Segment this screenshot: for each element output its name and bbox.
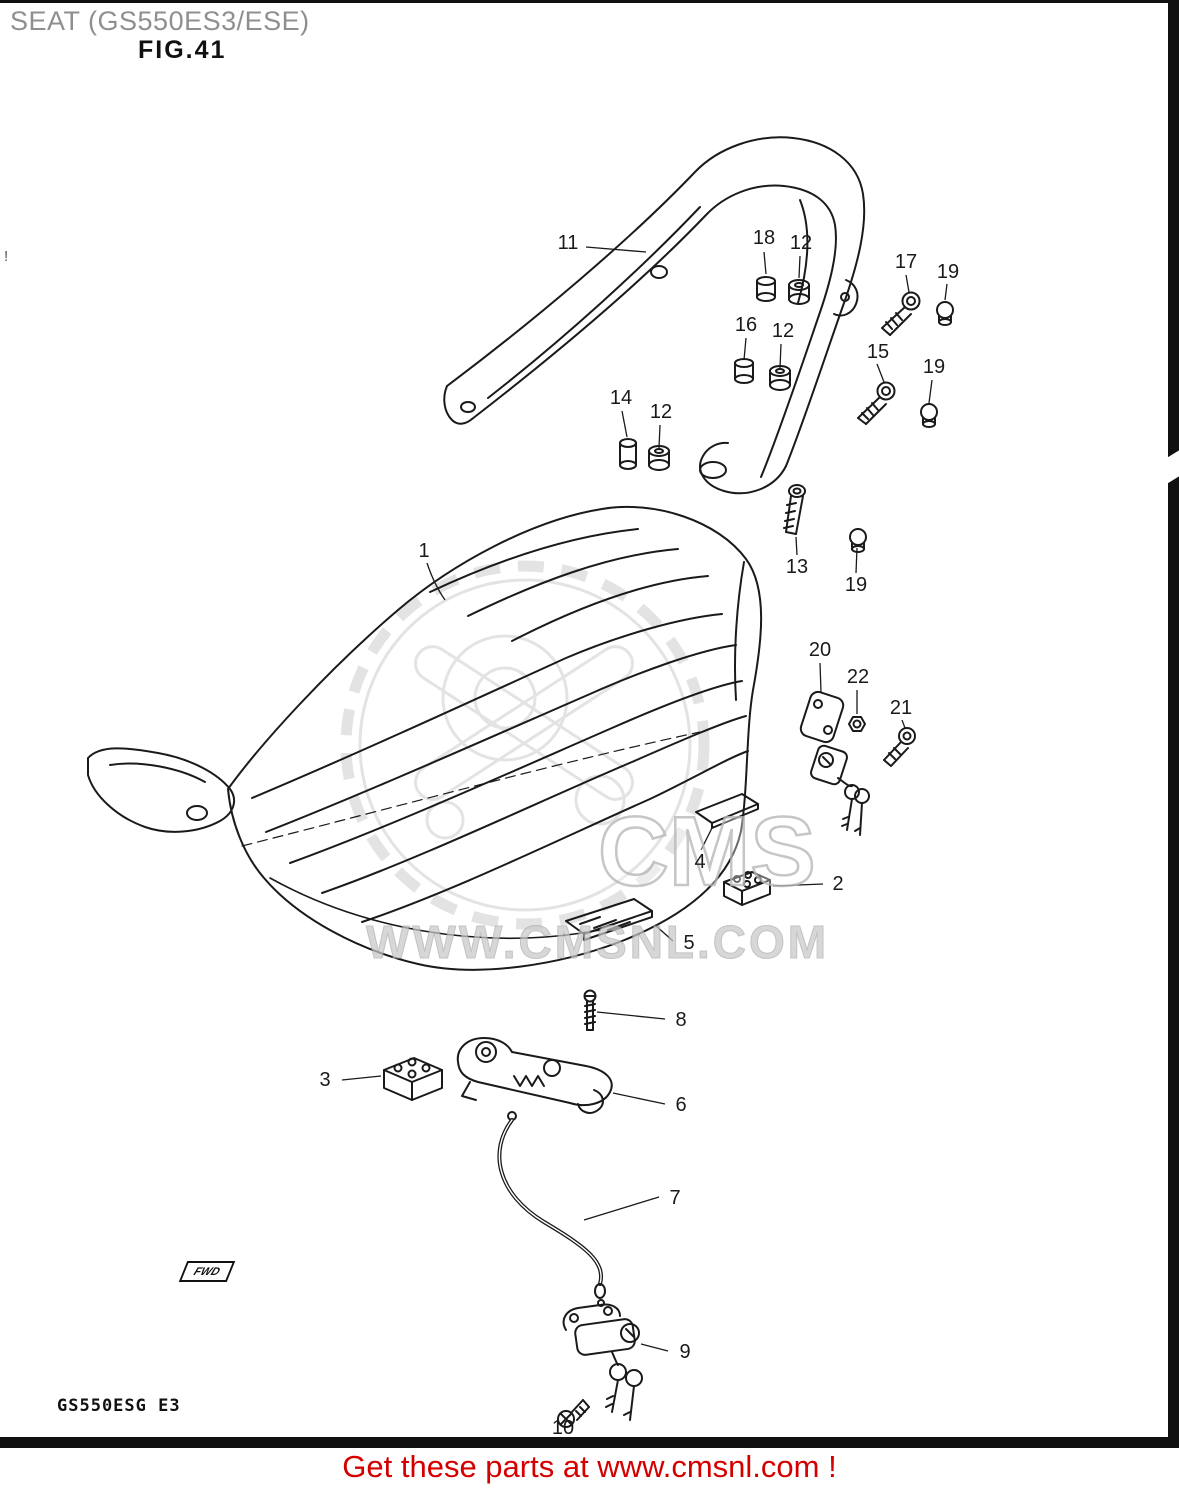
part-number-label[interactable]: 13 <box>785 556 809 578</box>
part-number-label[interactable]: 16 <box>734 314 758 336</box>
screw-21-drawing <box>883 727 916 767</box>
screw-15-drawing <box>857 381 896 425</box>
part-number-label[interactable]: 18 <box>752 227 776 249</box>
part-number-label[interactable]: 6 <box>675 1094 687 1116</box>
cushion-12a-drawing <box>788 279 810 305</box>
nut-22-drawing <box>848 716 866 732</box>
part-number-label[interactable]: 17 <box>894 251 918 273</box>
cushion-3-drawing <box>383 1057 443 1101</box>
part-number-label[interactable]: 19 <box>936 261 960 283</box>
part-number-label[interactable]: 19 <box>922 356 946 378</box>
latch-6-drawing <box>456 1037 613 1114</box>
spacer-18-drawing <box>756 276 776 302</box>
part-number-label[interactable]: 10 <box>551 1417 575 1439</box>
margin-mark: ! <box>4 248 9 265</box>
watermark-logo-text: CMS <box>598 796 816 906</box>
part-number-label[interactable]: 1 <box>418 540 430 562</box>
diagram-line-art <box>87 136 954 1428</box>
model-code: GS550ESG E3 <box>57 1396 181 1416</box>
part-number-label[interactable]: 9 <box>679 1341 691 1363</box>
part-number-label[interactable]: 15 <box>866 341 890 363</box>
spacer-16-drawing <box>734 358 754 384</box>
pad-5-drawing <box>565 898 653 941</box>
bottom-border <box>0 1437 1179 1448</box>
cushion-12c-drawing <box>648 445 670 471</box>
cap-19c-drawing <box>849 528 867 553</box>
pad-4-drawing <box>695 793 759 829</box>
cap-19a-drawing <box>936 301 954 326</box>
part-number-label[interactable]: 3 <box>319 1069 331 1091</box>
cable-7-drawing <box>497 1111 606 1307</box>
cushion-12b-drawing <box>769 365 791 391</box>
fwd-direction-badge: FWD <box>178 1261 236 1282</box>
part-number-label[interactable]: 20 <box>808 639 832 661</box>
part-number-label[interactable]: 14 <box>609 387 633 409</box>
part-number-label[interactable]: 19 <box>844 574 868 596</box>
part-number-label[interactable]: 22 <box>846 666 870 688</box>
watermark-url-text: WWW.CMSNL.COM <box>366 916 829 968</box>
seat-lock-20-drawing <box>799 690 870 836</box>
part-number-label[interactable]: 21 <box>889 697 913 719</box>
top-border <box>0 0 1179 3</box>
spacer-14-drawing <box>619 438 637 470</box>
part-number-label[interactable]: 7 <box>669 1187 681 1209</box>
figure-label: FIG.41 <box>138 36 227 64</box>
promo-link[interactable]: Get these parts at www.cmsnl.com ! <box>342 1449 837 1484</box>
watermark-gear-emblem <box>340 560 710 930</box>
right-border <box>1168 0 1179 1448</box>
screw-17-drawing <box>881 291 921 336</box>
screw-8-drawing <box>583 989 597 1031</box>
leader-lines <box>341 246 948 1352</box>
screw-13-drawing <box>783 484 806 535</box>
part-number-label[interactable]: 4 <box>694 851 706 873</box>
part-number-label[interactable]: 11 <box>557 232 579 254</box>
part-number-label[interactable]: 12 <box>771 320 795 342</box>
grab-rail-drawing <box>443 136 866 495</box>
part-number-label[interactable]: 8 <box>675 1009 687 1031</box>
part-number-label[interactable]: 2 <box>832 873 844 895</box>
cap-19b-drawing <box>920 403 938 428</box>
part-number-label[interactable]: 5 <box>683 932 695 954</box>
seat-drawing <box>87 505 763 971</box>
lock-9-drawing <box>562 1303 643 1421</box>
cushion-2-drawing <box>723 871 771 906</box>
screw-10-drawing <box>557 1399 590 1428</box>
page-title: SEAT (GS550ES3/ESE) <box>10 6 310 36</box>
part-number-label[interactable]: 12 <box>789 232 813 254</box>
part-number-label[interactable]: 12 <box>649 401 673 423</box>
